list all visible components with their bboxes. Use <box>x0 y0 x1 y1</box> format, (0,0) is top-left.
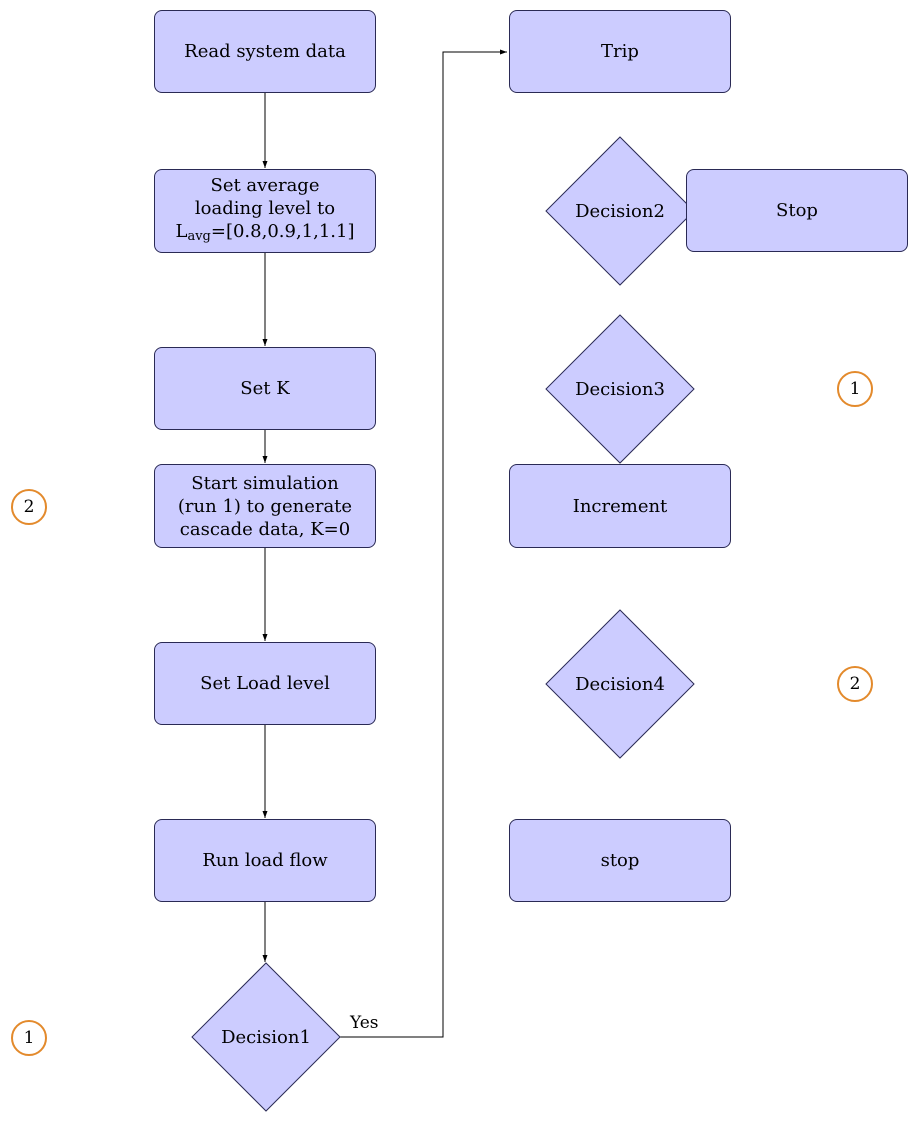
run-load-flow-label: Run load flow <box>202 850 328 871</box>
connector-left-2: 2 <box>11 489 47 525</box>
set-average-line1: Set average <box>210 175 320 196</box>
set-average-loading-node: Set average loading level to Lavg=[0.8,0… <box>154 169 376 253</box>
stop-upper-node: Stop <box>686 169 908 252</box>
connector-right-2: 2 <box>837 666 873 702</box>
trip-label: Trip <box>601 41 639 62</box>
set-average-var: L <box>175 221 188 242</box>
run-load-flow-node: Run load flow <box>154 819 376 902</box>
decision2-diamond <box>545 136 695 286</box>
set-average-line2: loading level to <box>194 198 336 219</box>
read-system-data-label: Read system data <box>184 41 346 62</box>
edge-decision1-yes-to-trip <box>340 49 507 1038</box>
stop-lower-label: stop <box>600 850 640 871</box>
stop-upper-label: Stop <box>776 200 818 221</box>
decision1-diamond <box>191 962 341 1112</box>
start-simulation-line2: (run 1) to generate <box>177 495 353 517</box>
set-average-value: =[0.8,0.9,1,1.1] <box>210 221 355 242</box>
trip-node: Trip <box>509 10 731 93</box>
set-average-line3: Lavg=[0.8,0.9,1,1.1] <box>176 220 355 248</box>
decision3-diamond <box>545 314 695 464</box>
set-load-level-node: Set Load level <box>154 642 376 725</box>
increment-label: Increment <box>572 495 668 517</box>
read-system-data-node: Read system data <box>154 10 376 93</box>
set-k-node: Set K <box>154 347 376 430</box>
start-simulation-line3: cascade data, K=0 <box>179 518 351 540</box>
decision4-diamond <box>545 609 695 759</box>
connector-right-1: 1 <box>837 371 873 407</box>
increment-node: Increment <box>509 464 731 548</box>
connector-left-1: 1 <box>11 1020 47 1056</box>
start-simulation-node: Start simulation (run 1) to generate cas… <box>154 464 376 548</box>
set-average-sub: avg <box>187 229 211 244</box>
set-k-label: Set K <box>240 378 290 399</box>
stop-lower-node: stop <box>509 819 731 902</box>
start-simulation-line1: Start simulation <box>191 472 339 494</box>
set-load-level-label: Set Load level <box>200 673 330 694</box>
yes-edge-label: Yes <box>350 1013 379 1033</box>
decision4-label: Decision4 <box>575 673 665 695</box>
decision1-label: Decision1 <box>221 1026 311 1048</box>
decision3-label: Decision3 <box>575 378 665 400</box>
decision2-label: Decision2 <box>575 200 665 222</box>
